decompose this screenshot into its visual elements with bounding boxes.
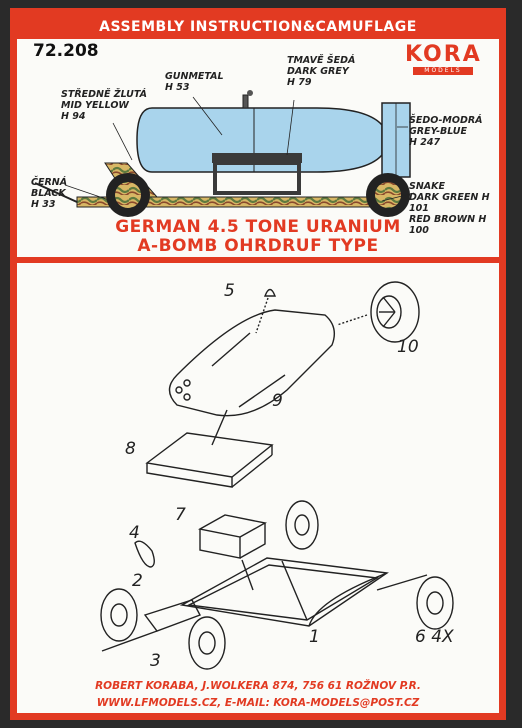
label-line: STŘEDNĚ ŽLUTÁ bbox=[61, 89, 147, 100]
part-4-shape bbox=[134, 540, 155, 568]
label-line: H 79 bbox=[287, 77, 312, 88]
label-line: H 53 bbox=[165, 82, 190, 93]
label-black: ČERNÁ BLACK H 33 bbox=[31, 177, 67, 210]
label-line: TMAVĚ ŠEDÁ bbox=[287, 55, 356, 66]
part-number-2: 2 bbox=[132, 571, 143, 591]
label-line: ČERNÁ bbox=[31, 177, 68, 188]
part-5-shape bbox=[263, 288, 277, 297]
label-line: GREY-BLUE bbox=[409, 126, 468, 137]
part-7-shape bbox=[198, 514, 267, 538]
part-6-wheel bbox=[285, 500, 319, 550]
label-line: MID YELLOW bbox=[61, 100, 129, 111]
profile-drawing bbox=[34, 90, 415, 217]
part-number-6: 6 4X bbox=[415, 627, 454, 647]
label-mid-yellow: STŘEDNĚ ŽLUTÁ MID YELLOW H 94 bbox=[61, 89, 147, 122]
part-2-shape bbox=[143, 599, 201, 632]
part-number-8: 8 bbox=[125, 439, 136, 459]
part-6-wheel bbox=[416, 576, 454, 630]
label-snake: SNAKE DARK GREEN H 101 RED BROWN H 100 bbox=[409, 181, 499, 236]
sheet-title: ASSEMBLY INSTRUCTION&CAMUFLAGE bbox=[17, 15, 499, 39]
part-10-shape bbox=[370, 281, 420, 343]
part-number-1: 1 bbox=[309, 627, 320, 647]
assembly-drawing bbox=[100, 281, 454, 670]
label-gunmetal: GUNMETAL H 53 bbox=[165, 71, 224, 93]
footer-contact: WWW.LFMODELS.CZ, E-MAIL: KORA-MODELS@POS… bbox=[96, 697, 420, 709]
label-line: H 94 bbox=[61, 111, 86, 122]
part-number-4: 4 bbox=[129, 523, 140, 543]
part-9-shape bbox=[168, 309, 335, 417]
headline-line2: A-BOMB OHRDRUF TYPE bbox=[137, 236, 379, 256]
label-line: H 33 bbox=[31, 199, 56, 210]
cradle-profile bbox=[212, 153, 302, 195]
bomb-profile bbox=[136, 90, 411, 178]
instruction-sheet: ASSEMBLY INSTRUCTION&CAMUFLAGE 72.208 KO… bbox=[10, 8, 506, 720]
headline-line1: GERMAN 4.5 TONE URANIUM bbox=[115, 217, 401, 237]
label-line: SNAKE bbox=[409, 181, 445, 192]
label-line: BLACK bbox=[31, 188, 66, 199]
logo-text: KORA bbox=[405, 42, 482, 67]
label-line: DARK GREEN H 101 bbox=[409, 192, 490, 214]
part-number-9: 9 bbox=[272, 391, 283, 411]
kora-logo: KORA MODELS bbox=[405, 42, 482, 75]
footer-address: ROBERT KORABA, J.WOLKERA 874, 756 61 ROŽ… bbox=[95, 680, 421, 692]
label-line: H 247 bbox=[409, 137, 441, 148]
label-grey-blue: ŠEDO-MODRÁ GREY-BLUE H 247 bbox=[409, 115, 483, 148]
logo-subtext: MODELS bbox=[413, 67, 473, 75]
part-number-10: 10 bbox=[397, 337, 419, 357]
kit-code: 72.208 bbox=[33, 41, 99, 61]
part-3-shape bbox=[188, 616, 226, 670]
section-divider bbox=[17, 257, 499, 263]
label-line: GUNMETAL bbox=[165, 71, 224, 82]
trolley-profile bbox=[34, 162, 410, 217]
part-number-5: 5 bbox=[224, 281, 235, 301]
label-line: DARK GREY bbox=[287, 66, 349, 77]
label-line: ŠEDO-MODRÁ bbox=[409, 115, 483, 126]
label-line: RED BROWN H 100 bbox=[409, 214, 487, 236]
part-number-7: 7 bbox=[175, 505, 186, 525]
label-dark-grey: TMAVĚ ŠEDÁ DARK GREY H 79 bbox=[287, 55, 355, 88]
part-number-3: 3 bbox=[150, 651, 161, 671]
